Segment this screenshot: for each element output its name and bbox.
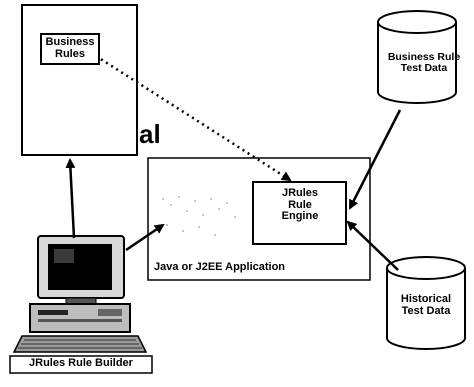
engine-label-line2: Rule (288, 198, 312, 211)
business-rule-test-data-label: Business Rule Test Data (374, 51, 474, 75)
engine-label: JRules Rule Engine (255, 187, 345, 223)
business-rule-test-data-cylinder (377, 10, 457, 104)
engine-box (252, 181, 347, 245)
historical-test-data-label: Historical Test Data (387, 293, 465, 317)
historical-test-data-cylinder (386, 256, 466, 350)
arrow-historical-to-engine (346, 220, 399, 271)
business-rules-inner-box: Business Rules (40, 33, 100, 65)
arrow-rules-to-engine-dotted (95, 54, 292, 182)
business-rule-test-data-line1: Business Rule (387, 51, 461, 63)
computer-icon (9, 235, 153, 374)
partial-heading-text: al (139, 119, 161, 149)
rule-builder-caption: JRules Rule Builder (29, 357, 133, 369)
application-label: Java or J2EE Application (154, 261, 286, 273)
arrow-builder-to-rules (65, 158, 76, 239)
engine-label-line1: JRules (281, 187, 319, 199)
business-rules-label-line1: Business (45, 36, 95, 48)
arrow-testdata-to-engine (348, 109, 402, 210)
business-rule-test-data-line2: Test Data (400, 62, 448, 75)
historical-test-data-line1: Historical (400, 293, 452, 305)
historical-test-data-line2: Test Data (401, 304, 451, 317)
business-rules-document (21, 4, 138, 156)
engine-label-line3: Engine (281, 210, 319, 223)
business-rules-label-line2: Rules (55, 47, 85, 60)
texture-speckle (162, 196, 236, 236)
arrow-builder-to-application (125, 223, 165, 252)
